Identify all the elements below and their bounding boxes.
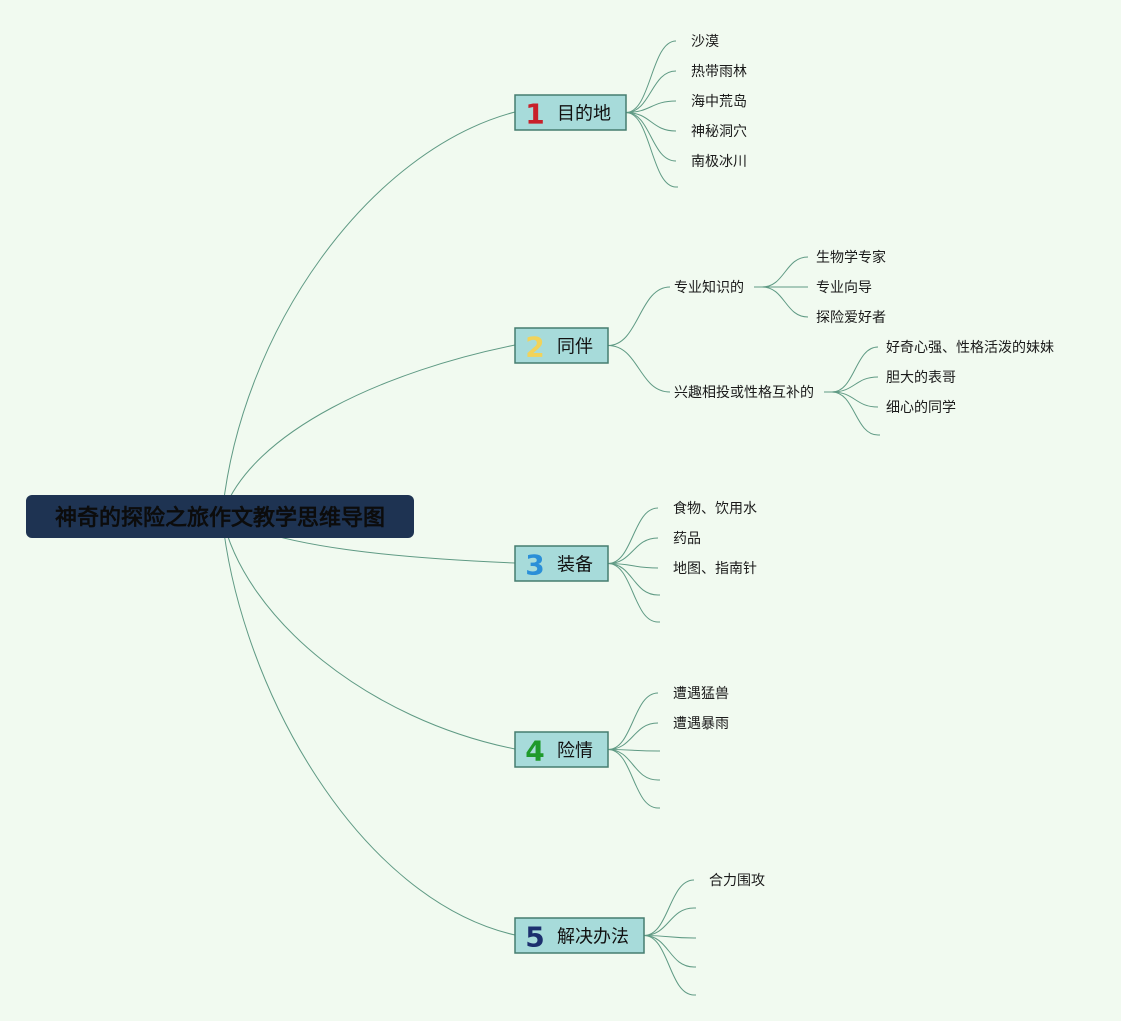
leaf-connector xyxy=(831,376,879,393)
branch-node-2[interactable]: 2 同伴 xyxy=(514,327,609,364)
leaf-connector xyxy=(761,286,809,318)
leaf-label: 探险爱好者 xyxy=(816,310,886,326)
branch-box xyxy=(514,917,645,954)
root-connector-5 xyxy=(221,515,516,936)
branch-node-1[interactable]: 1 目的地 xyxy=(514,94,627,131)
branch-number-badge: 5 xyxy=(525,921,544,954)
leaf-connector xyxy=(643,935,695,939)
leaf-connector xyxy=(625,112,677,132)
sub-branch-label: 兴趣相投或性格互补的 xyxy=(674,385,814,401)
leaf-connector xyxy=(643,907,695,936)
branch-label: 险情 xyxy=(557,741,593,762)
branch-label: 目的地 xyxy=(557,104,611,125)
leaf-connector xyxy=(625,100,677,113)
branch-2-sub-connector xyxy=(607,286,671,346)
root-connector-2 xyxy=(221,344,516,517)
root-connector-4 xyxy=(221,515,516,750)
branch-label: 同伴 xyxy=(557,337,593,358)
leaf-connector xyxy=(625,112,677,188)
leaf-label: 沙漠 xyxy=(691,34,719,50)
leaf-connector xyxy=(625,112,677,162)
branch-box xyxy=(514,327,609,364)
sub-branch-label: 专业知识的 xyxy=(674,279,744,296)
leaf-connector xyxy=(607,722,659,750)
root-node-box xyxy=(26,495,414,538)
leaf-connector xyxy=(607,537,659,564)
leaf-connector xyxy=(625,70,677,113)
leaf-label: 胆大的表哥 xyxy=(886,370,956,386)
leaf-connector xyxy=(831,346,879,393)
leaf-label: 神秘洞穴 xyxy=(691,124,747,140)
branch-node-3[interactable]: 3 装备 xyxy=(514,545,609,582)
leaf-label: 地图、指南针 xyxy=(673,561,757,577)
leaf-label: 热带雨林 xyxy=(691,64,747,80)
branch-label: 装备 xyxy=(557,555,593,576)
leaf-connector xyxy=(607,692,659,750)
branch-box xyxy=(514,545,609,582)
leaf-connector xyxy=(643,935,695,996)
leaf-connector xyxy=(643,879,695,936)
leaf-connector xyxy=(607,749,659,752)
leaf-label: 专业向导 xyxy=(816,280,872,296)
leaf-connector xyxy=(625,40,677,113)
connector-lines xyxy=(221,40,880,996)
branch-box xyxy=(514,731,609,768)
leaf-connector xyxy=(761,256,809,288)
leaf-label: 遭遇猛兽 xyxy=(673,686,729,702)
branch-number-badge: 2 xyxy=(525,331,544,364)
branches: 1 目的地 2 同伴 3 装备 4 险情 5 解决办法 xyxy=(514,94,645,954)
leaf-label: 生物学专家 xyxy=(816,249,886,266)
leaf-connector xyxy=(831,391,879,408)
leaf-label: 南极冰川 xyxy=(691,154,747,170)
leaf-connector xyxy=(607,749,659,781)
leaf-label: 细心的同学 xyxy=(886,400,956,416)
leaf-connector xyxy=(643,935,695,968)
branch-number-badge: 1 xyxy=(525,98,544,131)
leaf-connector xyxy=(831,391,879,436)
branch-box xyxy=(514,94,627,131)
leaf-connector xyxy=(607,563,659,596)
leaf-label: 合力围攻 xyxy=(709,873,765,889)
leaf-label: 食物、饮用水 xyxy=(673,500,757,517)
leaf-connector xyxy=(607,563,659,623)
leaf-label: 遭遇暴雨 xyxy=(673,716,729,732)
leaf-label: 海中荒岛 xyxy=(691,94,747,110)
root-node[interactable]: 神奇的探险之旅作文教学思维导图 xyxy=(26,495,414,538)
leaf-connector xyxy=(607,749,659,809)
sub-branch-2[interactable]: 兴趣相投或性格互补的 xyxy=(674,385,814,401)
leaf-label: 药品 xyxy=(673,531,701,547)
root-title: 神奇的探险之旅作文教学思维导图 xyxy=(55,505,385,531)
root-connector-1 xyxy=(221,111,516,517)
leaf-label: 好奇心强、性格活泼的妹妹 xyxy=(886,339,1054,356)
sub-branch-1[interactable]: 专业知识的 xyxy=(674,279,744,296)
branch-node-4[interactable]: 4 险情 xyxy=(514,731,609,768)
leaf-connector xyxy=(607,507,659,564)
branch-label: 解决办法 xyxy=(557,927,629,948)
branch-node-5[interactable]: 5 解决办法 xyxy=(514,917,645,954)
branch-number-badge: 3 xyxy=(525,549,544,582)
branch-2-sub-connector xyxy=(607,345,671,393)
branch-number-badge: 4 xyxy=(525,735,544,768)
